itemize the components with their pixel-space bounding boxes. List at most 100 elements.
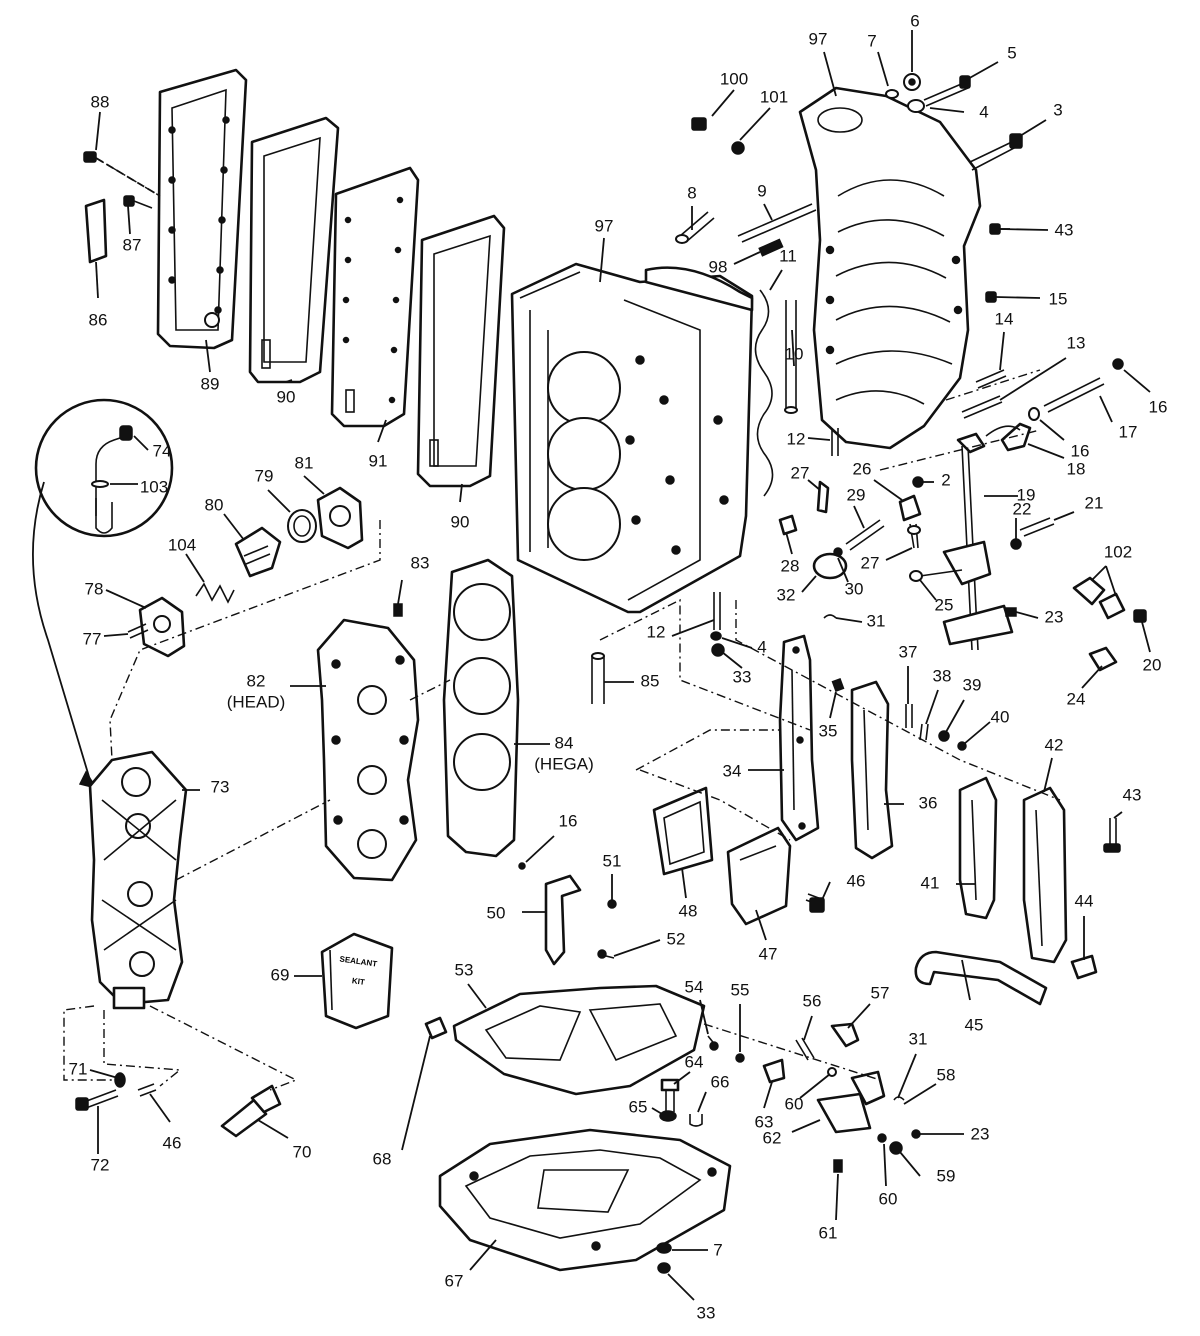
cover-41 bbox=[958, 776, 998, 920]
screw-51 bbox=[607, 899, 617, 909]
screw-23-upper bbox=[1005, 607, 1017, 617]
bolt-64 bbox=[660, 1078, 680, 1112]
callout-7-lower: 7 bbox=[713, 1240, 722, 1259]
callout-30: 30 bbox=[845, 579, 864, 598]
callout-88: 88 bbox=[91, 92, 110, 111]
exhaust-cover-89 bbox=[156, 68, 248, 350]
callout-21: 21 bbox=[1085, 493, 1104, 512]
callout-68: 68 bbox=[373, 1149, 392, 1168]
callout-62: 62 bbox=[763, 1128, 782, 1147]
fitting-24 bbox=[1088, 646, 1118, 672]
callout-79: 79 bbox=[255, 466, 274, 485]
screw-15 bbox=[985, 291, 997, 303]
part-28 bbox=[778, 514, 798, 536]
callout-9: 9 bbox=[757, 181, 766, 200]
pin-12-lower bbox=[713, 592, 721, 630]
callout-8: 8 bbox=[687, 183, 696, 202]
callout-90-lower: 90 bbox=[451, 512, 470, 531]
callout-16-right: 16 bbox=[1149, 397, 1168, 416]
callout-45: 45 bbox=[965, 1015, 984, 1034]
callout-25: 25 bbox=[935, 595, 954, 614]
pin-85 bbox=[591, 652, 605, 704]
callout-42: 42 bbox=[1045, 735, 1064, 754]
bracket-57 bbox=[830, 1022, 860, 1048]
bolt-72 bbox=[75, 1089, 119, 1111]
fitting-68 bbox=[424, 1016, 448, 1040]
pin-38 bbox=[919, 723, 929, 741]
bracket-18 bbox=[1000, 422, 1032, 452]
callout-37: 37 bbox=[899, 642, 918, 661]
washer-55 bbox=[735, 1053, 745, 1063]
callout-100: 100 bbox=[720, 69, 748, 88]
callout-32: 32 bbox=[777, 585, 796, 604]
callout-72: 72 bbox=[91, 1155, 110, 1174]
cover-78 bbox=[138, 596, 186, 658]
part-54 bbox=[707, 1035, 719, 1051]
pin-10 bbox=[784, 300, 798, 414]
screw-77 bbox=[127, 623, 149, 639]
callout-81: 81 bbox=[295, 453, 314, 472]
screw-2 bbox=[912, 476, 924, 488]
pin-27-lower bbox=[907, 523, 921, 549]
washer-22 bbox=[1010, 538, 1022, 550]
sealant-kit-69 bbox=[320, 932, 394, 1030]
washer-7-top bbox=[885, 89, 899, 99]
callout-34: 34 bbox=[723, 761, 742, 780]
callout-71: 71 bbox=[69, 1059, 88, 1078]
callout-24: 24 bbox=[1067, 689, 1086, 708]
callout-17: 17 bbox=[1119, 422, 1138, 441]
callout-101: 101 bbox=[760, 87, 788, 106]
callout-59: 59 bbox=[937, 1166, 956, 1185]
thermostat-80 bbox=[234, 526, 282, 578]
pin-98 bbox=[758, 238, 784, 257]
callout-70: 70 bbox=[293, 1142, 312, 1161]
callout-33-lower: 33 bbox=[697, 1303, 716, 1322]
washer-65 bbox=[659, 1110, 677, 1122]
callout-36: 36 bbox=[919, 793, 938, 812]
callout-4-lower: 4 bbox=[757, 637, 766, 656]
callout-51: 51 bbox=[603, 851, 622, 870]
callout-31-lower: 31 bbox=[909, 1029, 928, 1048]
callout-7-top: 7 bbox=[867, 31, 876, 50]
thermostat-cover-81 bbox=[316, 486, 364, 550]
screw-43-lower bbox=[1103, 818, 1121, 853]
gasket-90-upper bbox=[248, 116, 340, 384]
bracket-50 bbox=[544, 874, 582, 966]
callout-29: 29 bbox=[847, 485, 866, 504]
spring-104 bbox=[195, 582, 235, 604]
cylinder-head-82 bbox=[316, 618, 420, 882]
pin-9 bbox=[737, 203, 817, 243]
gasket-48 bbox=[652, 786, 714, 876]
callout-98: 98 bbox=[709, 257, 728, 276]
callout-12-upper: 12 bbox=[787, 429, 806, 448]
fitting-44 bbox=[1070, 954, 1098, 980]
callout-67: 67 bbox=[445, 1271, 464, 1290]
callout-57: 57 bbox=[871, 983, 890, 1002]
callout-3: 3 bbox=[1053, 100, 1062, 119]
callout-63: 63 bbox=[755, 1112, 774, 1131]
callout-102: 102 bbox=[1104, 542, 1132, 561]
callout-91: 91 bbox=[369, 451, 388, 470]
cover-34 bbox=[778, 634, 820, 842]
callout-23-lower: 23 bbox=[971, 1124, 990, 1143]
callout-80: 80 bbox=[205, 495, 224, 514]
sealant-kit-label-line2: KIT bbox=[351, 976, 365, 987]
callout-97-top: 97 bbox=[809, 29, 828, 48]
sensor-70 bbox=[220, 1084, 282, 1138]
callout-48: 48 bbox=[679, 901, 698, 920]
callout-54: 54 bbox=[685, 977, 704, 996]
screw-46-left bbox=[137, 1083, 157, 1097]
link-25 bbox=[909, 569, 963, 582]
callout-labels: 6 97 7 5 100 101 4 3 88 87 86 89 90 91 9… bbox=[69, 11, 1168, 1322]
lever-62 bbox=[816, 1092, 872, 1134]
nut-33-center bbox=[711, 643, 725, 657]
clip-31-upper bbox=[823, 614, 837, 619]
callout-14: 14 bbox=[995, 309, 1014, 328]
callout-56: 56 bbox=[803, 991, 822, 1010]
cover-36 bbox=[850, 680, 894, 860]
nut-33-lower bbox=[657, 1262, 671, 1274]
callout-87: 87 bbox=[123, 235, 142, 254]
callout-46-right: 46 bbox=[847, 871, 866, 890]
callout-23-upper: 23 bbox=[1045, 607, 1064, 626]
